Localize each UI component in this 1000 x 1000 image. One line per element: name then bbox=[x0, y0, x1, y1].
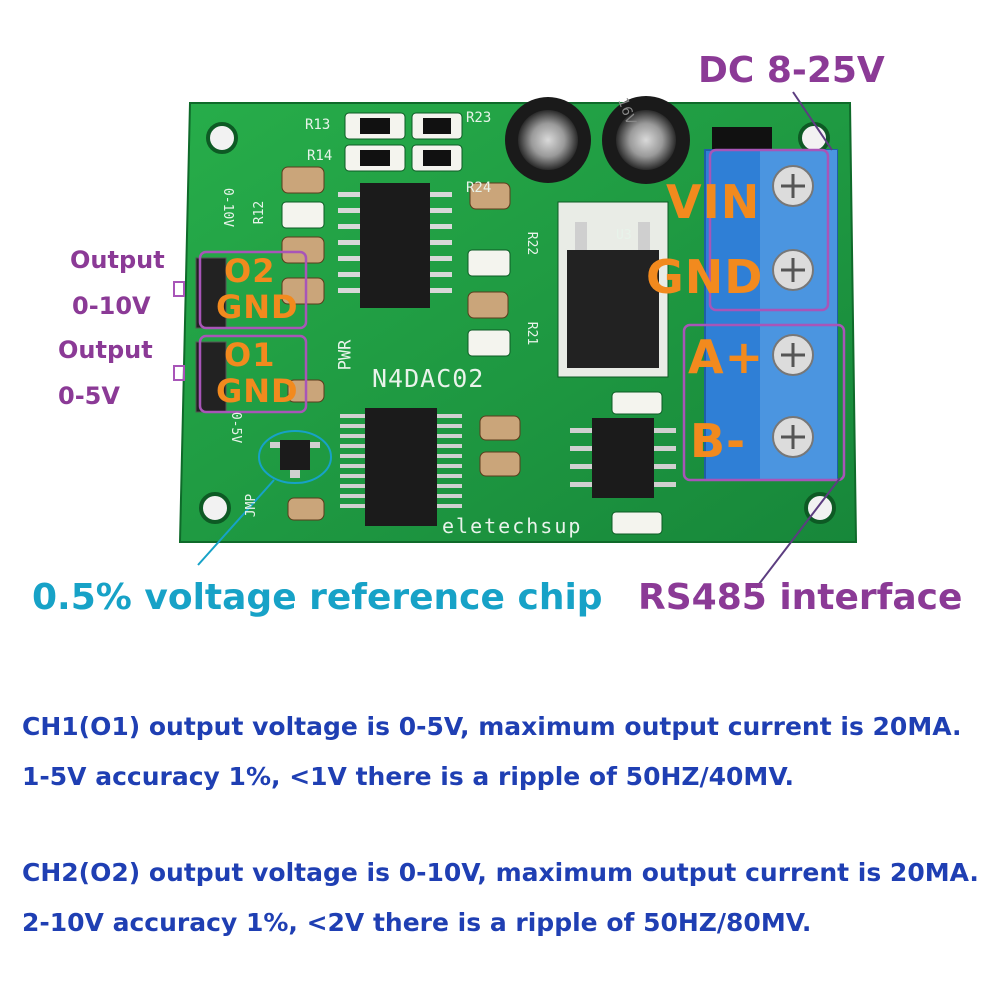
voltage-regulator bbox=[567, 250, 659, 368]
vref-highlight bbox=[258, 430, 332, 484]
silk-r13: R13 bbox=[305, 117, 331, 133]
diode bbox=[712, 127, 772, 149]
o1-label: O1 bbox=[224, 336, 276, 374]
vin-label: VIN bbox=[666, 175, 761, 229]
silk-u3: U3 bbox=[616, 228, 632, 243]
vref-chip-label: 0.5% voltage reference chip bbox=[32, 577, 603, 618]
a-plus-label: A+ bbox=[688, 330, 765, 384]
ch1-description-line1: CH1(O1) output voltage is 0-5V, maximum … bbox=[22, 712, 962, 741]
gnd-o2-label: GND bbox=[216, 288, 299, 326]
ic-chip bbox=[360, 183, 430, 308]
silk-r21: R21 bbox=[524, 321, 540, 346]
board-model: N4DAC02 bbox=[372, 364, 485, 393]
silk-r22: R22 bbox=[524, 231, 540, 256]
ch2-description-line2: 2-10V accuracy 1%, <2V there is a ripple… bbox=[22, 908, 812, 937]
vref-pointer bbox=[197, 479, 275, 566]
ch2-description-line1: CH2(O2) output voltage is 0-10V, maximum… bbox=[22, 858, 979, 887]
rs485-transceiver bbox=[592, 418, 654, 498]
o1-marker bbox=[173, 365, 185, 381]
rs485-pointer bbox=[755, 477, 841, 589]
output-010-line1: Output bbox=[70, 246, 165, 274]
power-pointer bbox=[792, 91, 833, 151]
rs485-callout-box bbox=[682, 323, 846, 482]
silk-r14: R14 bbox=[307, 148, 333, 164]
silk-r23: R23 bbox=[466, 110, 492, 126]
o1-callout-box bbox=[198, 334, 308, 414]
gnd-o1-label: GND bbox=[216, 372, 299, 410]
power-label: DC 8-25V bbox=[698, 50, 885, 91]
silk-jmp: JMP bbox=[244, 493, 260, 518]
silk-r12: R12 bbox=[252, 200, 268, 225]
output-05-line2: 0-5V bbox=[58, 382, 120, 410]
ch1-description-line2: 1-5V accuracy 1%, <1V there is a ripple … bbox=[22, 762, 794, 791]
mount-hole bbox=[199, 492, 231, 524]
gnd-power-label: GND bbox=[646, 250, 764, 304]
b-minus-label: B- bbox=[690, 414, 747, 468]
o2-callout-box bbox=[198, 250, 308, 330]
mount-hole bbox=[206, 122, 238, 154]
board-brand: eletechsup bbox=[442, 514, 583, 538]
output-010-line2: 0-10V bbox=[72, 292, 151, 320]
o2-label: O2 bbox=[224, 252, 276, 290]
silk-side-010: 0-10V bbox=[220, 187, 236, 228]
output-05-line1: Output bbox=[58, 336, 153, 364]
silk-r24: R24 bbox=[466, 180, 492, 196]
power-callout-box bbox=[708, 148, 830, 312]
voltage-reference-chip bbox=[280, 440, 310, 470]
silk-pwr: PWR bbox=[335, 339, 356, 371]
ic-chip bbox=[365, 408, 437, 526]
rs485-label: RS485 interface bbox=[638, 577, 963, 618]
silk-side-05: 0-5V bbox=[228, 411, 244, 444]
o2-marker bbox=[173, 281, 185, 297]
